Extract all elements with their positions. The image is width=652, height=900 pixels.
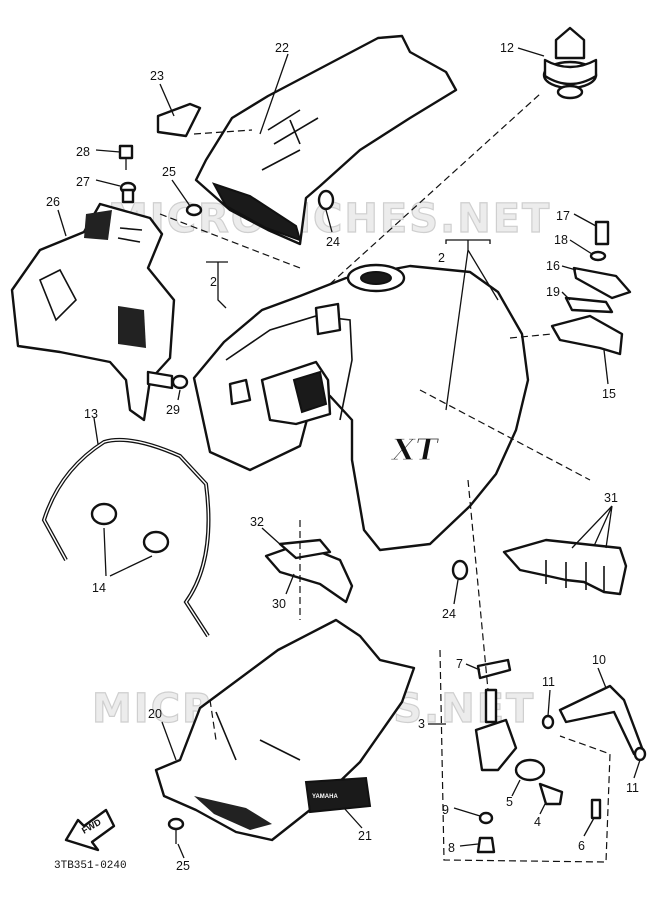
- clip-parts-11: [541, 714, 647, 762]
- callout-17: 17: [556, 209, 570, 223]
- callout-11-upper: 11: [542, 675, 555, 689]
- callout-16: 16: [546, 259, 560, 273]
- callout-30: 30: [272, 597, 286, 611]
- screen-part-7: [476, 658, 512, 680]
- callout-2-left: 2: [210, 275, 217, 289]
- callout-12: 12: [500, 41, 514, 55]
- screw-part-25-upper: [185, 203, 203, 217]
- callout-10: 10: [592, 653, 606, 667]
- callout-19: 19: [546, 285, 560, 299]
- tank-logo-text: XT: [390, 433, 440, 468]
- collar-part-27: [119, 181, 137, 204]
- callout-11-lower: 11: [626, 781, 639, 795]
- callout-8: 8: [448, 841, 455, 855]
- callout-23: 23: [150, 69, 164, 83]
- bracket-part-16: [572, 266, 632, 300]
- callout-5: 5: [506, 795, 513, 809]
- damper-part-14: [90, 502, 170, 554]
- callout-25-upper: 25: [162, 165, 176, 179]
- leader-lines: [57, 47, 641, 859]
- callout-15: 15: [602, 387, 616, 401]
- figure-code: 3TB351-0240: [54, 860, 127, 872]
- grommet-part-24-lower: [451, 559, 469, 581]
- callout-32: 32: [250, 515, 264, 529]
- callout-31: 31: [604, 491, 618, 505]
- side-cover-part-26: [10, 202, 176, 422]
- emblem-part-21: YAMAHA: [304, 776, 372, 814]
- callout-25-lower: 25: [176, 859, 190, 873]
- callout-4: 4: [534, 815, 541, 829]
- callout-3: 3: [418, 717, 425, 731]
- bolt-part-29: [146, 370, 189, 390]
- callout-numbers: 22 23 12 28 25 27 26 24 17 18 2 2 16 19 …: [46, 41, 639, 873]
- callout-22: 22: [275, 41, 289, 55]
- emblem-text: YAMAHA: [312, 794, 338, 800]
- rubber-mount-part-31: [502, 538, 628, 596]
- callout-20: 20: [148, 707, 162, 721]
- decal-part-23: [156, 102, 202, 138]
- fuel-petcock-part-3: [439, 649, 611, 863]
- guard-bar-part-13: [41, 437, 211, 638]
- callout-29: 29: [166, 403, 180, 417]
- callout-26: 26: [46, 195, 60, 209]
- upper-cover-part-22: [194, 34, 458, 246]
- callout-9: 9: [442, 803, 449, 817]
- damper-part-15: [550, 314, 624, 356]
- callout-18: 18: [554, 233, 568, 247]
- fuel-hose-part-10: [558, 684, 644, 756]
- screw-part-25-lower: [167, 817, 185, 844]
- callout-24-lower: 24: [442, 607, 456, 621]
- callout-21: 21: [358, 829, 372, 843]
- fuel-cap-part-12: [542, 26, 598, 100]
- grommet-part-24-upper: [317, 189, 335, 211]
- washer-part-18: [589, 250, 607, 262]
- plate-part-19: [564, 296, 614, 314]
- callout-2-right: 2: [438, 251, 445, 265]
- bolt-part-28: [118, 144, 134, 170]
- callout-24-upper: 24: [326, 235, 340, 249]
- callout-6: 6: [578, 839, 585, 853]
- bolt-part-17: [594, 220, 610, 246]
- callout-27: 27: [76, 175, 90, 189]
- lower-cover-part-20: [154, 618, 416, 842]
- fuel-tank-part-2: XT: [192, 263, 530, 552]
- callout-7: 7: [456, 657, 463, 671]
- forward-arrow-icon: FWD: [64, 808, 116, 852]
- callout-13: 13: [84, 407, 98, 421]
- callout-28: 28: [76, 145, 90, 159]
- callout-14: 14: [92, 581, 106, 595]
- bracket-part-30: [264, 538, 354, 604]
